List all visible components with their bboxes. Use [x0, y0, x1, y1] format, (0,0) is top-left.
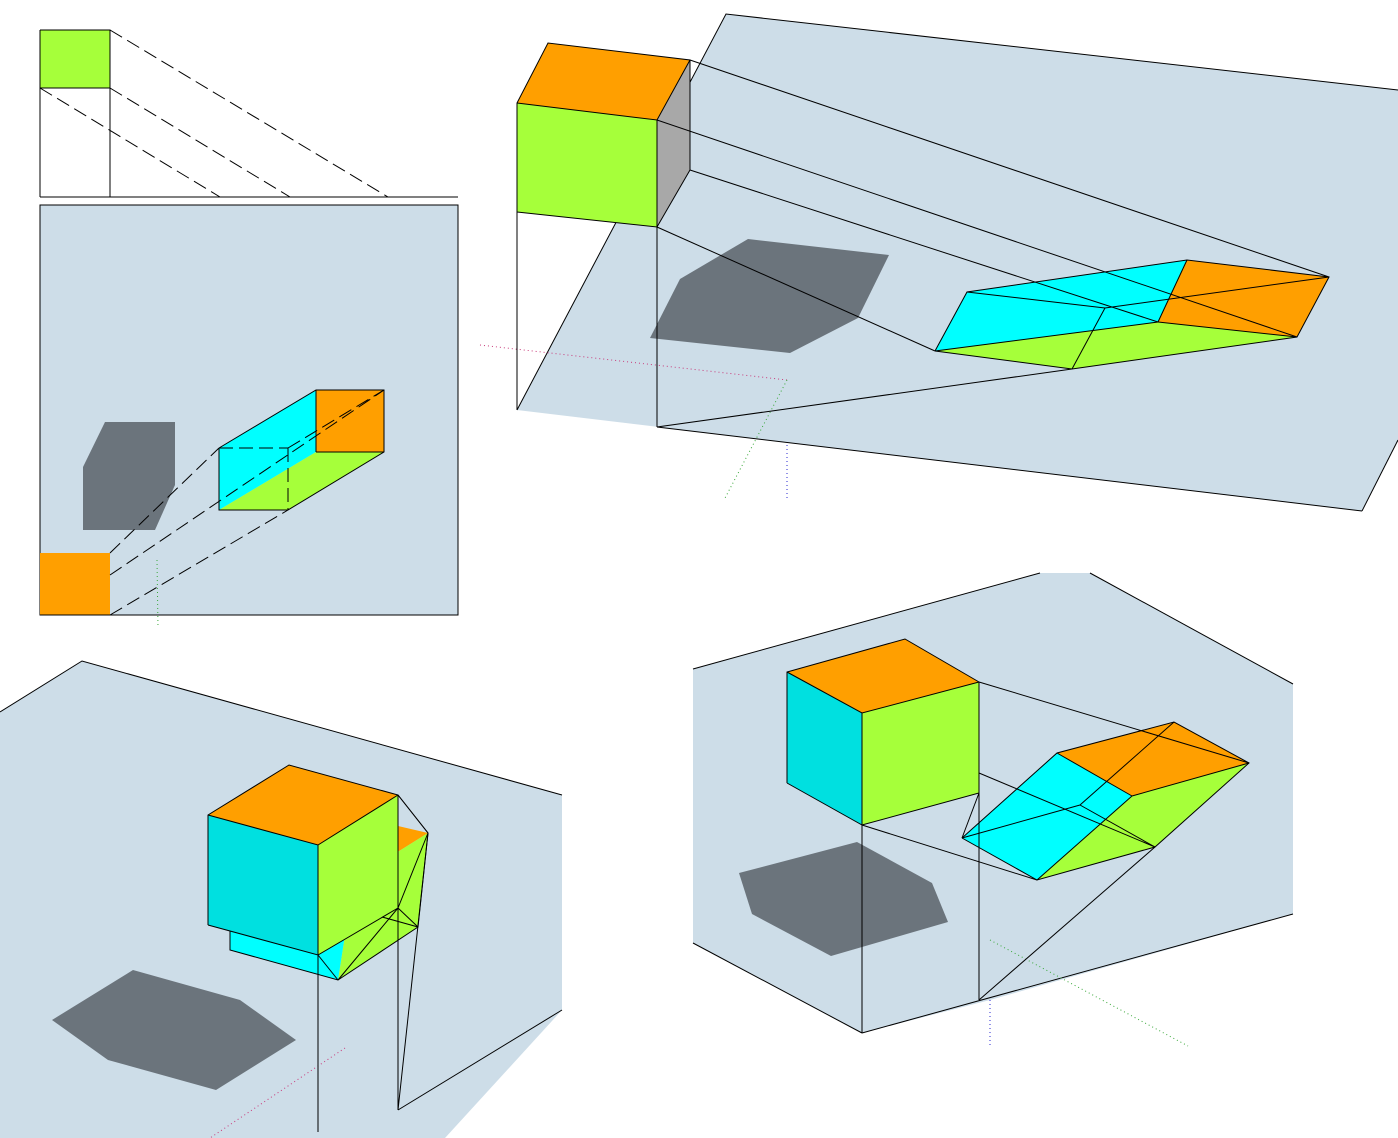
iso1-sb-e1: [397, 907, 419, 928]
persp-sb-e1: [966, 291, 1106, 309]
persp-plane-bottom: [656, 426, 1363, 512]
iso2-sb-e5: [961, 804, 1081, 839]
iso2-ray-4: [978, 846, 1156, 1001]
plan-ray-dashed-2: [109, 389, 385, 576]
persp-cube-top: [517, 43, 690, 120]
panel-perspective: [479, 13, 1398, 512]
iso2-plane-edge-bl: [692, 942, 863, 1034]
iso2-cube-front: [787, 672, 862, 825]
iso2-ray-5: [961, 792, 980, 839]
persp-ground-plane: [517, 14, 1398, 511]
iso2-sb-e3: [1036, 795, 1133, 881]
iso2-sb-e2: [1131, 762, 1250, 797]
plan-axis-green: [156, 559, 159, 629]
persp-sb-e2: [1071, 307, 1106, 370]
iso1-plane-edge-br: [397, 1009, 563, 1111]
iso2-sb-e6: [1079, 804, 1156, 848]
iso1-cube-shadow: [52, 970, 296, 1090]
persp-shadowbox-cyan: [935, 260, 1187, 351]
persp-cube-front: [517, 103, 657, 227]
light-ray-dashed-3: [39, 87, 221, 198]
iso2-sb-green: [1037, 763, 1249, 880]
plan-cube-top: [40, 553, 110, 615]
light-ray-dashed-1: [109, 29, 389, 198]
iso2-plane-edge-br: [861, 913, 1294, 1034]
persp-sb-e5: [1157, 321, 1298, 338]
iso1-cube-front: [208, 815, 318, 955]
persp-cube-side: [657, 60, 690, 227]
iso2-plane-outline-r: [1089, 572, 1294, 685]
plan-ground-plane: [39, 204, 459, 616]
plan-shadow-box-cyan: [219, 390, 316, 510]
panel-iso-far: [692, 572, 1294, 1047]
panel-iso-near: [0, 660, 563, 1138]
iso1-plane-outline: [0, 660, 563, 796]
elevation-cube-face: [40, 30, 110, 88]
plan-shadow-box-orange: [316, 390, 384, 452]
iso2-ray-3: [861, 824, 1038, 881]
iso2-cube-shadow: [739, 842, 948, 956]
persp-ray-3: [689, 169, 1159, 323]
plan-shadow-box-green: [219, 452, 384, 510]
plan-view: [39, 204, 459, 629]
elevation-view: [39, 29, 458, 198]
iso1-sb-e4: [317, 954, 339, 981]
plan-ray-dashed-1: [109, 447, 220, 554]
iso1-sb-e2: [337, 907, 399, 981]
iso2-sb-e1: [1056, 752, 1133, 797]
persp-sb-e3: [1104, 276, 1330, 309]
persp-shadowbox-green: [935, 322, 1297, 369]
persp-plane-outline: [516, 13, 1398, 411]
iso1-cube-side: [318, 795, 398, 955]
iso2-axis-green: [989, 939, 1189, 1047]
iso2-cube-side: [862, 682, 979, 825]
persp-sb-e6: [934, 321, 1159, 352]
plan-cube-shadow: [83, 422, 175, 530]
iso2-sb-cyan: [962, 753, 1132, 880]
plan-box-hidden-3: [287, 389, 385, 449]
persp-ray-4: [656, 226, 936, 352]
iso1-sb-e3: [397, 832, 429, 909]
iso1-ray-2: [397, 794, 429, 834]
persp-ray-1: [689, 59, 1330, 278]
persp-axis-green: [723, 379, 788, 501]
iso2-plane-outline: [692, 572, 1041, 670]
persp-cube-shadow: [650, 239, 889, 353]
iso1-cube-top: [208, 765, 398, 845]
persp-sb-e4: [1157, 259, 1188, 323]
persp-ray-5: [656, 368, 1073, 428]
persp-plane-right: [1361, 439, 1398, 512]
persp-shadowbox-orange: [1158, 260, 1329, 337]
iso2-ray-2: [978, 772, 1156, 848]
iso1-ray-1: [397, 832, 429, 1111]
light-ray-dashed-2: [109, 87, 291, 198]
plan-ray-dashed-3: [109, 509, 289, 616]
persp-ray-2: [656, 119, 1298, 338]
panel-orthographic: [39, 29, 459, 629]
iso2-ray-1: [978, 681, 1250, 764]
